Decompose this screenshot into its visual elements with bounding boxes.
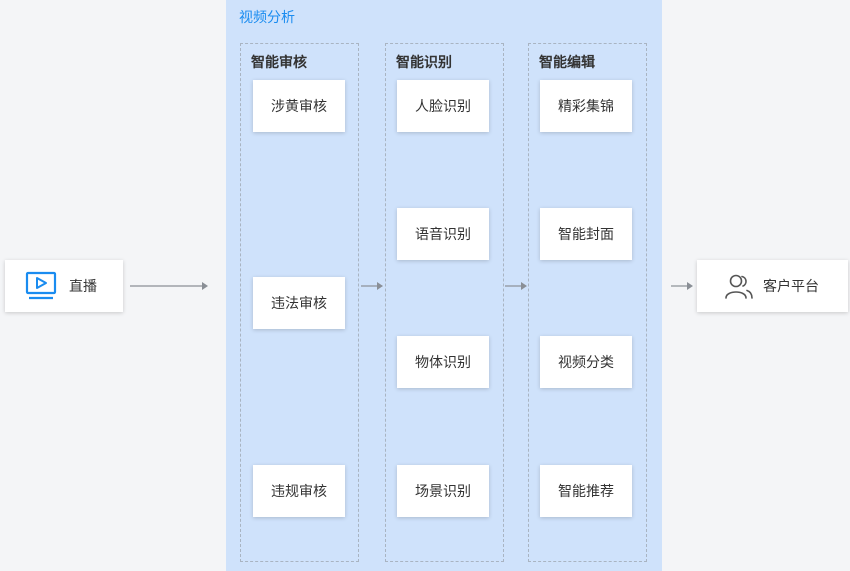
item-object-recognition: 物体识别 (397, 336, 489, 388)
arrow-recognition-to-editing (505, 282, 527, 290)
item-smart-cover: 智能封面 (540, 208, 632, 260)
item-video-classification: 视频分类 (540, 336, 632, 388)
item-illegal-review: 违法审核 (253, 277, 345, 329)
video-analysis-title: 视频分析 (239, 10, 295, 26)
group-title-smart-review: 智能审核 (251, 55, 307, 71)
arrow-review-to-recognition (361, 282, 383, 290)
group-smart-recognition (385, 43, 504, 562)
source-node-live: 直播 (5, 260, 123, 312)
arrow-live-to-analysis (130, 282, 208, 290)
item-face-recognition: 人脸识别 (397, 80, 489, 132)
source-label: 直播 (69, 279, 97, 295)
target-label: 客户平台 (763, 279, 819, 295)
arrow-analysis-to-client (671, 282, 693, 290)
group-smart-review (240, 43, 359, 562)
video-play-icon (25, 271, 57, 301)
group-title-smart-editing: 智能编辑 (539, 55, 595, 71)
item-smart-recommendation: 智能推荐 (540, 465, 632, 517)
target-node-client-platform: 客户平台 (697, 260, 848, 312)
item-speech-recognition: 语音识别 (397, 208, 489, 260)
item-highlights: 精彩集锦 (540, 80, 632, 132)
item-scene-recognition: 场景识别 (397, 465, 489, 517)
item-violation-review: 违规审核 (253, 465, 345, 517)
users-icon (723, 272, 755, 300)
item-porn-review: 涉黄审核 (253, 80, 345, 132)
group-smart-editing (528, 43, 647, 562)
group-title-smart-recognition: 智能识别 (396, 55, 452, 71)
